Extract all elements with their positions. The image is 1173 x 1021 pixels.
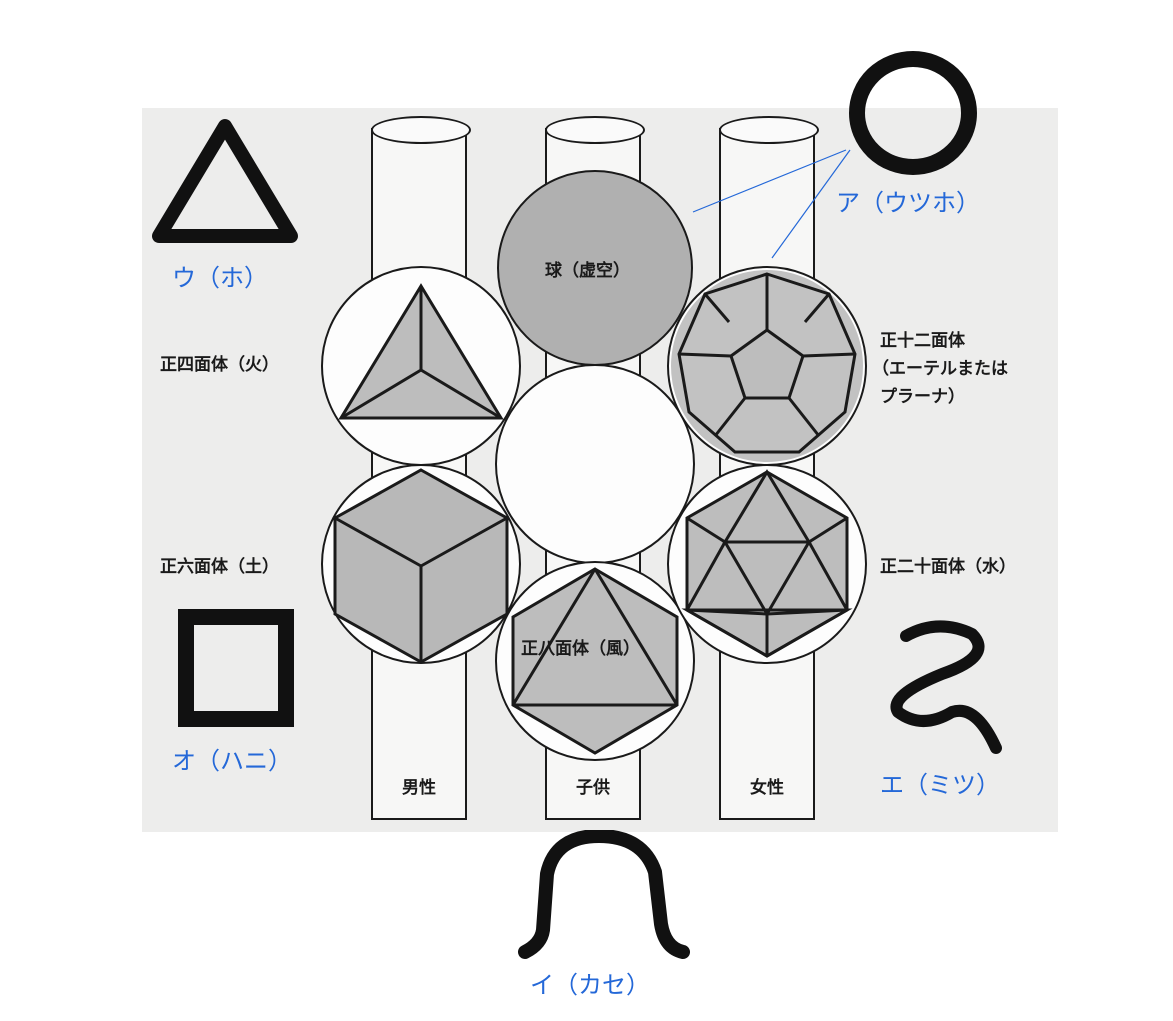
sphere-label: 球（虚空） xyxy=(545,261,630,281)
pillar-female-top xyxy=(719,116,819,144)
dodecahedron-label-line1: 正十二面体 xyxy=(880,331,965,351)
hexahedron-node xyxy=(321,464,521,664)
katakamuna-e-label: エ（ミツ） xyxy=(880,771,1000,799)
dodecahedron-label-line2: （エーテルまたは xyxy=(872,359,1008,379)
octahedron-node xyxy=(495,561,695,761)
katakamuna-o-label: オ（ハニ） xyxy=(172,747,292,775)
arch-glyph-icon xyxy=(518,830,690,959)
icosahedron-shape xyxy=(681,469,853,658)
icosahedron-label: 正二十面体（水） xyxy=(880,557,1016,577)
square-glyph-icon xyxy=(178,609,294,727)
icosahedron-node xyxy=(667,464,867,664)
katakamuna-u-label: ウ（ホ） xyxy=(172,264,268,292)
tetrahedron-node xyxy=(321,266,521,466)
hexahedron-shape xyxy=(333,468,509,662)
katakamuna-a-label: ア（ウツホ） xyxy=(836,189,980,217)
tetrahedron-shape xyxy=(338,283,504,420)
pillar-male-top xyxy=(371,116,471,144)
tetrahedron-label: 正四面体（火） xyxy=(160,355,279,375)
octahedron-label: 正八面体（風） xyxy=(521,639,640,659)
octahedron-shape xyxy=(511,567,679,755)
triangle-glyph-icon xyxy=(152,119,298,243)
dodecahedron-shape xyxy=(671,270,863,462)
pillar-female-label: 女性 xyxy=(750,778,784,798)
pillar-male-label: 男性 xyxy=(402,778,436,798)
katakamuna-i-label: イ（カセ） xyxy=(530,971,650,999)
center-empty-circle xyxy=(495,364,695,564)
dodecahedron-label-line3: プラーナ） xyxy=(880,387,965,407)
circle-glyph-icon xyxy=(849,51,977,175)
sphere-node xyxy=(497,170,693,366)
pillar-child-label: 子供 xyxy=(576,778,610,798)
dodecahedron-node xyxy=(667,266,867,466)
pillar-child-top xyxy=(545,116,645,144)
hexahedron-label: 正六面体（土） xyxy=(160,557,279,577)
wave-glyph-icon xyxy=(890,620,1002,754)
